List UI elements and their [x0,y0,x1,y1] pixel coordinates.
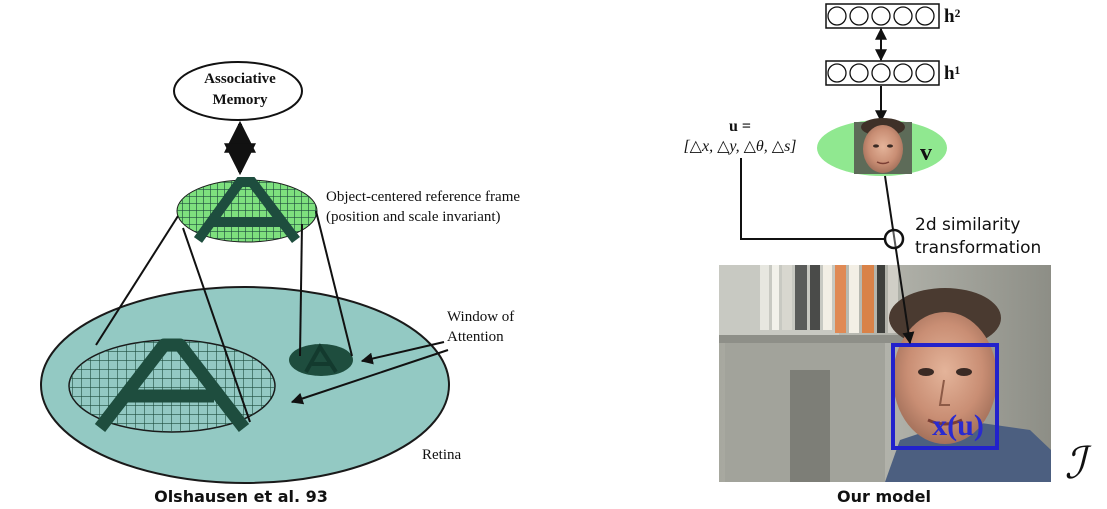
projection-lines [95,210,353,423]
large-letter-a [94,338,250,432]
transformation-node [883,228,905,250]
v-label: v [920,140,932,166]
crop-window-label: x(u) [932,409,984,442]
window-arrow-small [360,341,445,365]
u-connector-line [740,158,884,240]
window-label-1: Window of [447,309,514,325]
window-label-2: Attention [447,329,504,345]
h1-label: h¹ [944,63,960,84]
left-caption: Olshausen et al. 93 [154,487,328,506]
h2-label: h² [944,6,961,27]
window-arrow-large [290,349,449,405]
u-label-line1: u = [729,118,751,135]
transform-label-2: transformation [915,238,1041,258]
associative-memory-label-2: Memory [213,92,268,108]
retina-large-grid [68,338,276,433]
object-centered-frame [176,177,318,244]
associative-memory-label-1: Associative [204,71,276,87]
window-of-attention-grid [289,343,353,376]
olshausen-diagram: Associative Memory Object-centered refer… [40,61,520,506]
right-caption: Our model [837,487,931,506]
hidden-layer-h2 [825,3,940,29]
our-model-diagram: x(u) ℐ h² h¹ [683,3,1093,506]
image-symbol: ℐ [1065,439,1093,488]
retina-label: Retina [422,447,461,463]
frame-label-1: Object-centered reference frame [326,189,520,205]
crop-window-box [891,343,999,450]
input-photo [719,265,1051,482]
u-label-line2: [△x, △y, △θ, △s] [683,138,796,155]
v-face-thumbnail [854,118,912,174]
hidden-layer-h1 [825,60,940,86]
frame-label-2: (position and scale invariant) [326,209,501,225]
v-to-crop-arrow [884,175,915,345]
frame-letter-a [193,177,300,244]
transform-label-1: 2d similarity [915,215,1020,235]
associative-memory-node [173,61,303,121]
